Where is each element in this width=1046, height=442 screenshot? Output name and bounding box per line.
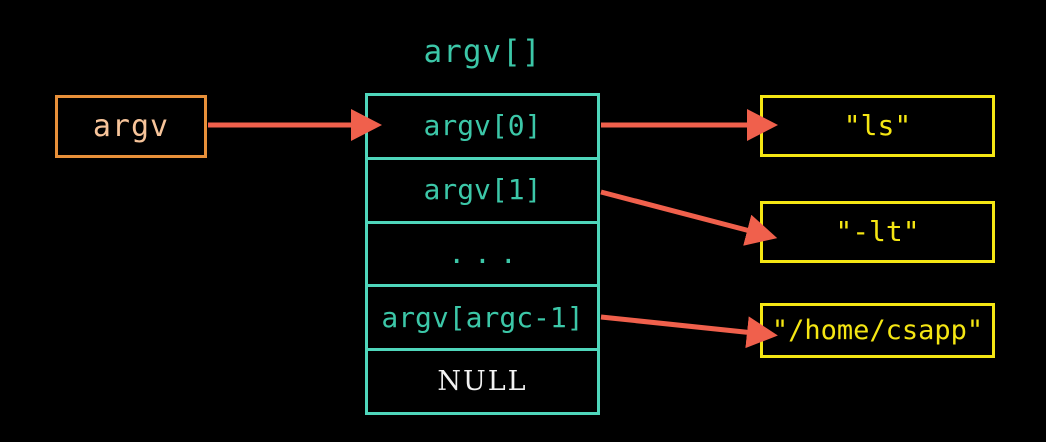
string-box-home-csapp: "/home/csapp" [760,303,995,358]
argv-array-table: argv[0] argv[1] ... argv[argc-1] NULL [365,93,600,415]
array-cell-argv1: argv[1] [368,160,597,224]
arrow-argvlast-to-home [600,314,778,349]
array-cell-null: NULL [437,366,528,398]
argv-pointer-label: argv [92,108,170,144]
array-cell-ellipsis: ... [368,224,597,288]
arrow-argv1-to-lt [600,189,778,246]
array-cell-argv0: argv[0] [368,96,597,160]
string-box-lt: "-lt" [760,201,995,263]
array-title: argv[] [423,34,542,70]
array-cell-argv-last: argv[argc-1] [368,287,597,352]
string-box-ls: "ls" [760,95,995,157]
argv-pointer-box: argv [55,95,207,158]
